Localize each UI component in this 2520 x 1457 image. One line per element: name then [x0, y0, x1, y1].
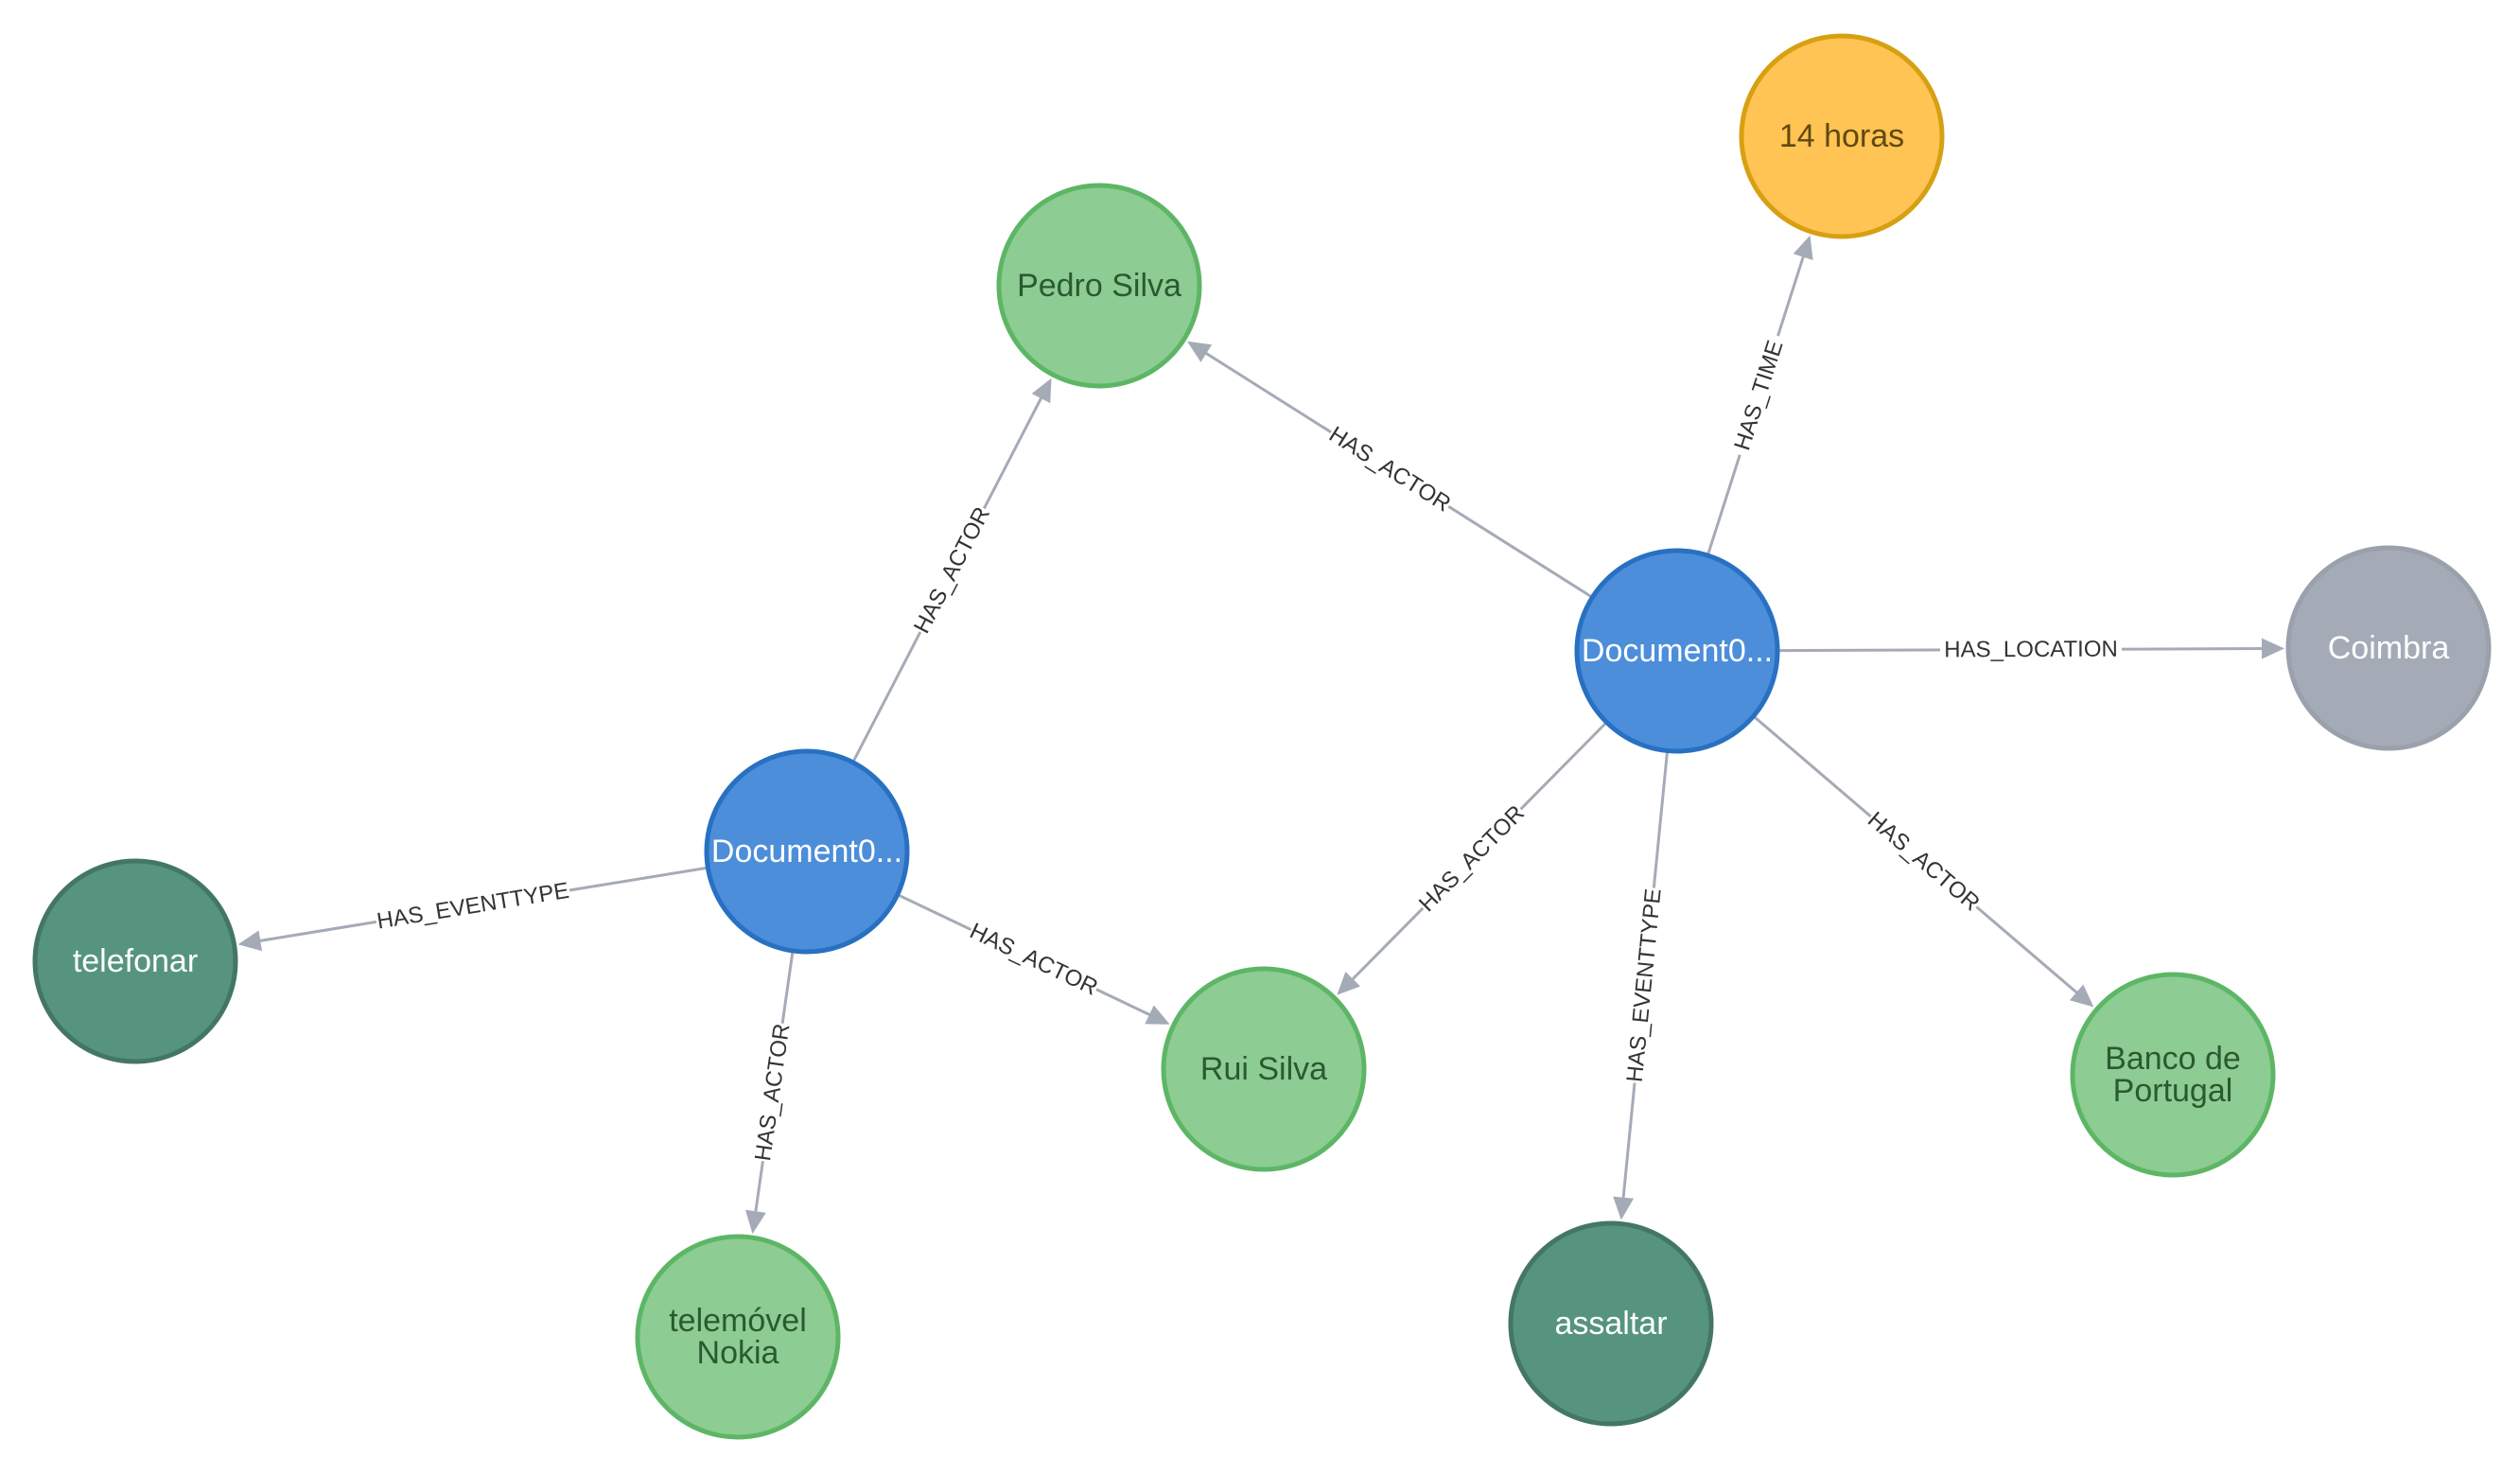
edge-doc2-horas[interactable]: HAS_TIME	[1706, 235, 1813, 556]
node-label: telemóvel	[669, 1303, 807, 1339]
edge-doc2-coimbra[interactable]: HAS_LOCATION	[1776, 634, 2285, 665]
node-label: Pedro Silva	[1017, 268, 1181, 304]
node-rui[interactable]: Rui Silva	[1161, 966, 1367, 1172]
edge-label: HAS_EVENTTYPE	[1622, 887, 1667, 1083]
node-label: Portugal	[2113, 1073, 2233, 1109]
node-circle	[996, 183, 1202, 389]
edge-label: HAS_ACTOR	[1414, 800, 1530, 917]
arrowhead-icon	[1337, 971, 1361, 995]
arrowhead-icon	[744, 1209, 766, 1235]
node-coimbra[interactable]: Coimbra	[2285, 545, 2492, 751]
node-pedro[interactable]: Pedro Silva	[996, 183, 1202, 389]
node-label: assaltar	[1554, 1306, 1667, 1342]
arrowhead-icon	[1031, 377, 1052, 404]
edge-doc2-rui[interactable]: HAS_ACTOR	[1337, 721, 1608, 995]
node-circle	[32, 858, 238, 1064]
node-circle	[1739, 33, 1945, 239]
edge-doc1-rui[interactable]: HAS_ACTOR	[897, 893, 1170, 1025]
node-label: Rui Silva	[1200, 1051, 1327, 1087]
arrowhead-icon	[1613, 1196, 1635, 1220]
arrowhead-icon	[2070, 984, 2094, 1008]
edge-doc1-telefonar[interactable]: HAS_EVENTTYPE	[237, 866, 709, 952]
edge-doc2-assaltar[interactable]: HAS_EVENTTYPE	[1613, 750, 1670, 1220]
edge-label: HAS_ACTOR	[909, 503, 995, 638]
node-assaltar[interactable]: assaltar	[1508, 1220, 1714, 1427]
node-circle	[1508, 1220, 1714, 1427]
node-doc1[interactable]: Document0...	[704, 748, 910, 955]
edge-doc2-banco[interactable]: HAS_ACTOR	[1752, 714, 2094, 1008]
arrowhead-icon	[237, 930, 263, 952]
node-label: Document0...	[711, 834, 902, 869]
edge-label: HAS_ACTOR	[1863, 807, 1985, 917]
arrowhead-icon	[1186, 341, 1213, 362]
edge-doc1-nokia[interactable]: HAS_ACTOR	[744, 950, 797, 1235]
node-circle	[704, 748, 910, 955]
node-circle	[1574, 548, 1780, 754]
node-circle	[2070, 972, 2276, 1178]
node-label: 14 horas	[1779, 118, 1904, 154]
arrowhead-icon	[1145, 1005, 1170, 1025]
node-label: Banco de	[2105, 1041, 2241, 1077]
edge-label: HAS_ACTOR	[966, 919, 1102, 1001]
node-circle	[1161, 966, 1367, 1172]
node-doc2[interactable]: Document0...	[1574, 548, 1780, 754]
node-label: Coimbra	[2328, 630, 2450, 666]
node-telefonar[interactable]: telefonar	[32, 858, 238, 1064]
node-label: Nokia	[697, 1335, 779, 1371]
arrowhead-icon	[1793, 235, 1813, 260]
edge-label: HAS_EVENTTYPE	[375, 878, 570, 935]
node-horas[interactable]: 14 horas	[1739, 33, 1945, 239]
edge-label: HAS_TIME	[1729, 338, 1788, 454]
edge-label: HAS_LOCATION	[1944, 637, 2118, 663]
node-circle	[635, 1234, 841, 1440]
edge-doc1-pedro[interactable]: HAS_ACTOR	[851, 377, 1052, 764]
node-circle	[2285, 545, 2492, 751]
node-label: telefonar	[73, 943, 198, 979]
node-label: Document0...	[1582, 633, 1773, 669]
edge-label: HAS_ACTOR	[1324, 422, 1455, 518]
edge-doc2-pedro[interactable]: HAS_ACTOR	[1186, 341, 1594, 599]
arrowhead-icon	[2261, 638, 2285, 659]
edge-label: HAS_ACTOR	[750, 1022, 795, 1163]
